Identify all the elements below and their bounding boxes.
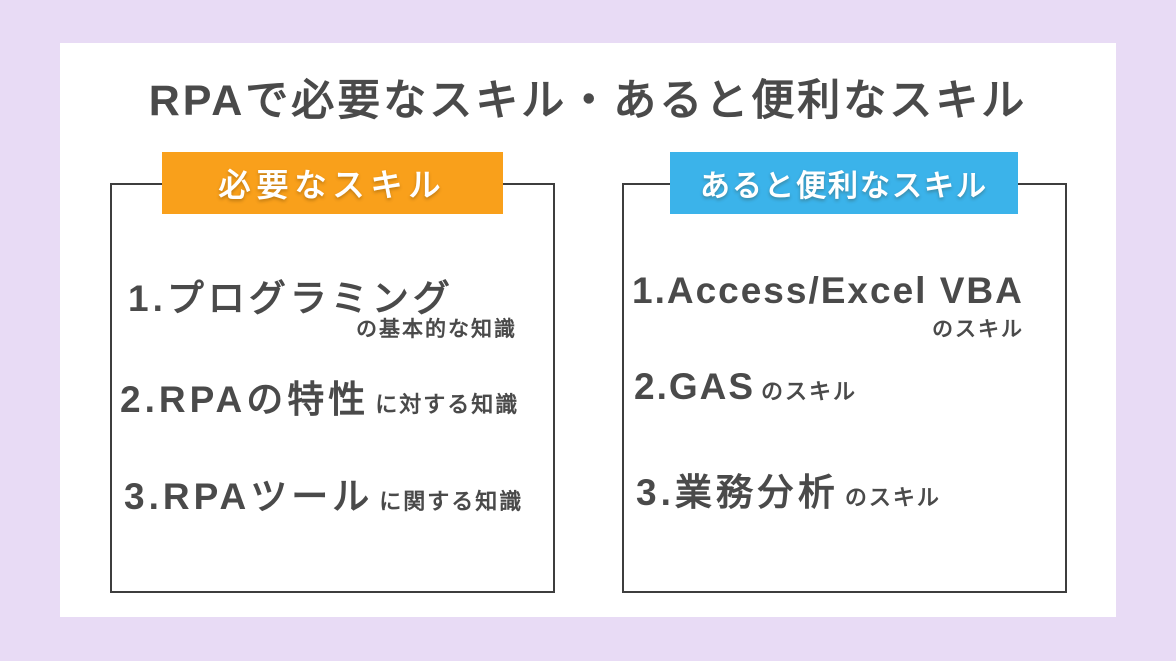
useful-skill-item-3: 3.業務分析のスキル <box>636 462 941 516</box>
useful-skill-1-sub: のスキル <box>932 318 1024 341</box>
required-skills-panel <box>110 183 555 593</box>
required-skills-header: 必要なスキル <box>162 152 503 214</box>
page-title: RPAで必要なスキル・あると便利なスキル <box>148 77 1028 125</box>
useful-skill-3-main: 3.業務分析 <box>636 472 839 513</box>
required-skill-item-2: 2.RPAの特性に対する知識 <box>120 369 519 423</box>
required-skill-3-main: 3.RPAツール <box>124 476 374 517</box>
required-skill-item-1: 1.プログラミング <box>128 268 454 322</box>
required-skill-2-sub: に対する知識 <box>375 392 520 417</box>
useful-skills-header: あると便利なスキル <box>670 152 1018 214</box>
required-skill-item-3: 3.RPAツールに関する知識 <box>124 466 523 520</box>
useful-skill-1-main: 1.Access/Excel VBA <box>632 270 1024 311</box>
required-skill-1-sub: の基本的な知識 <box>356 318 517 341</box>
useful-skill-item-1: 1.Access/Excel VBA <box>632 270 1024 312</box>
required-skill-2-main: 2.RPAの特性 <box>120 379 370 420</box>
useful-skill-3-sub: のスキル <box>844 485 941 510</box>
required-skills-header-label: 必要なスキル <box>218 167 447 203</box>
useful-skills-header-label: あると便利なスキル <box>700 170 988 203</box>
required-skill-1-main: 1.プログラミング <box>128 278 454 319</box>
useful-skill-2-main: 2.GAS <box>634 366 756 407</box>
required-skill-3-sub: に関する知識 <box>379 489 524 514</box>
useful-skill-2-sub: のスキル <box>761 379 858 404</box>
